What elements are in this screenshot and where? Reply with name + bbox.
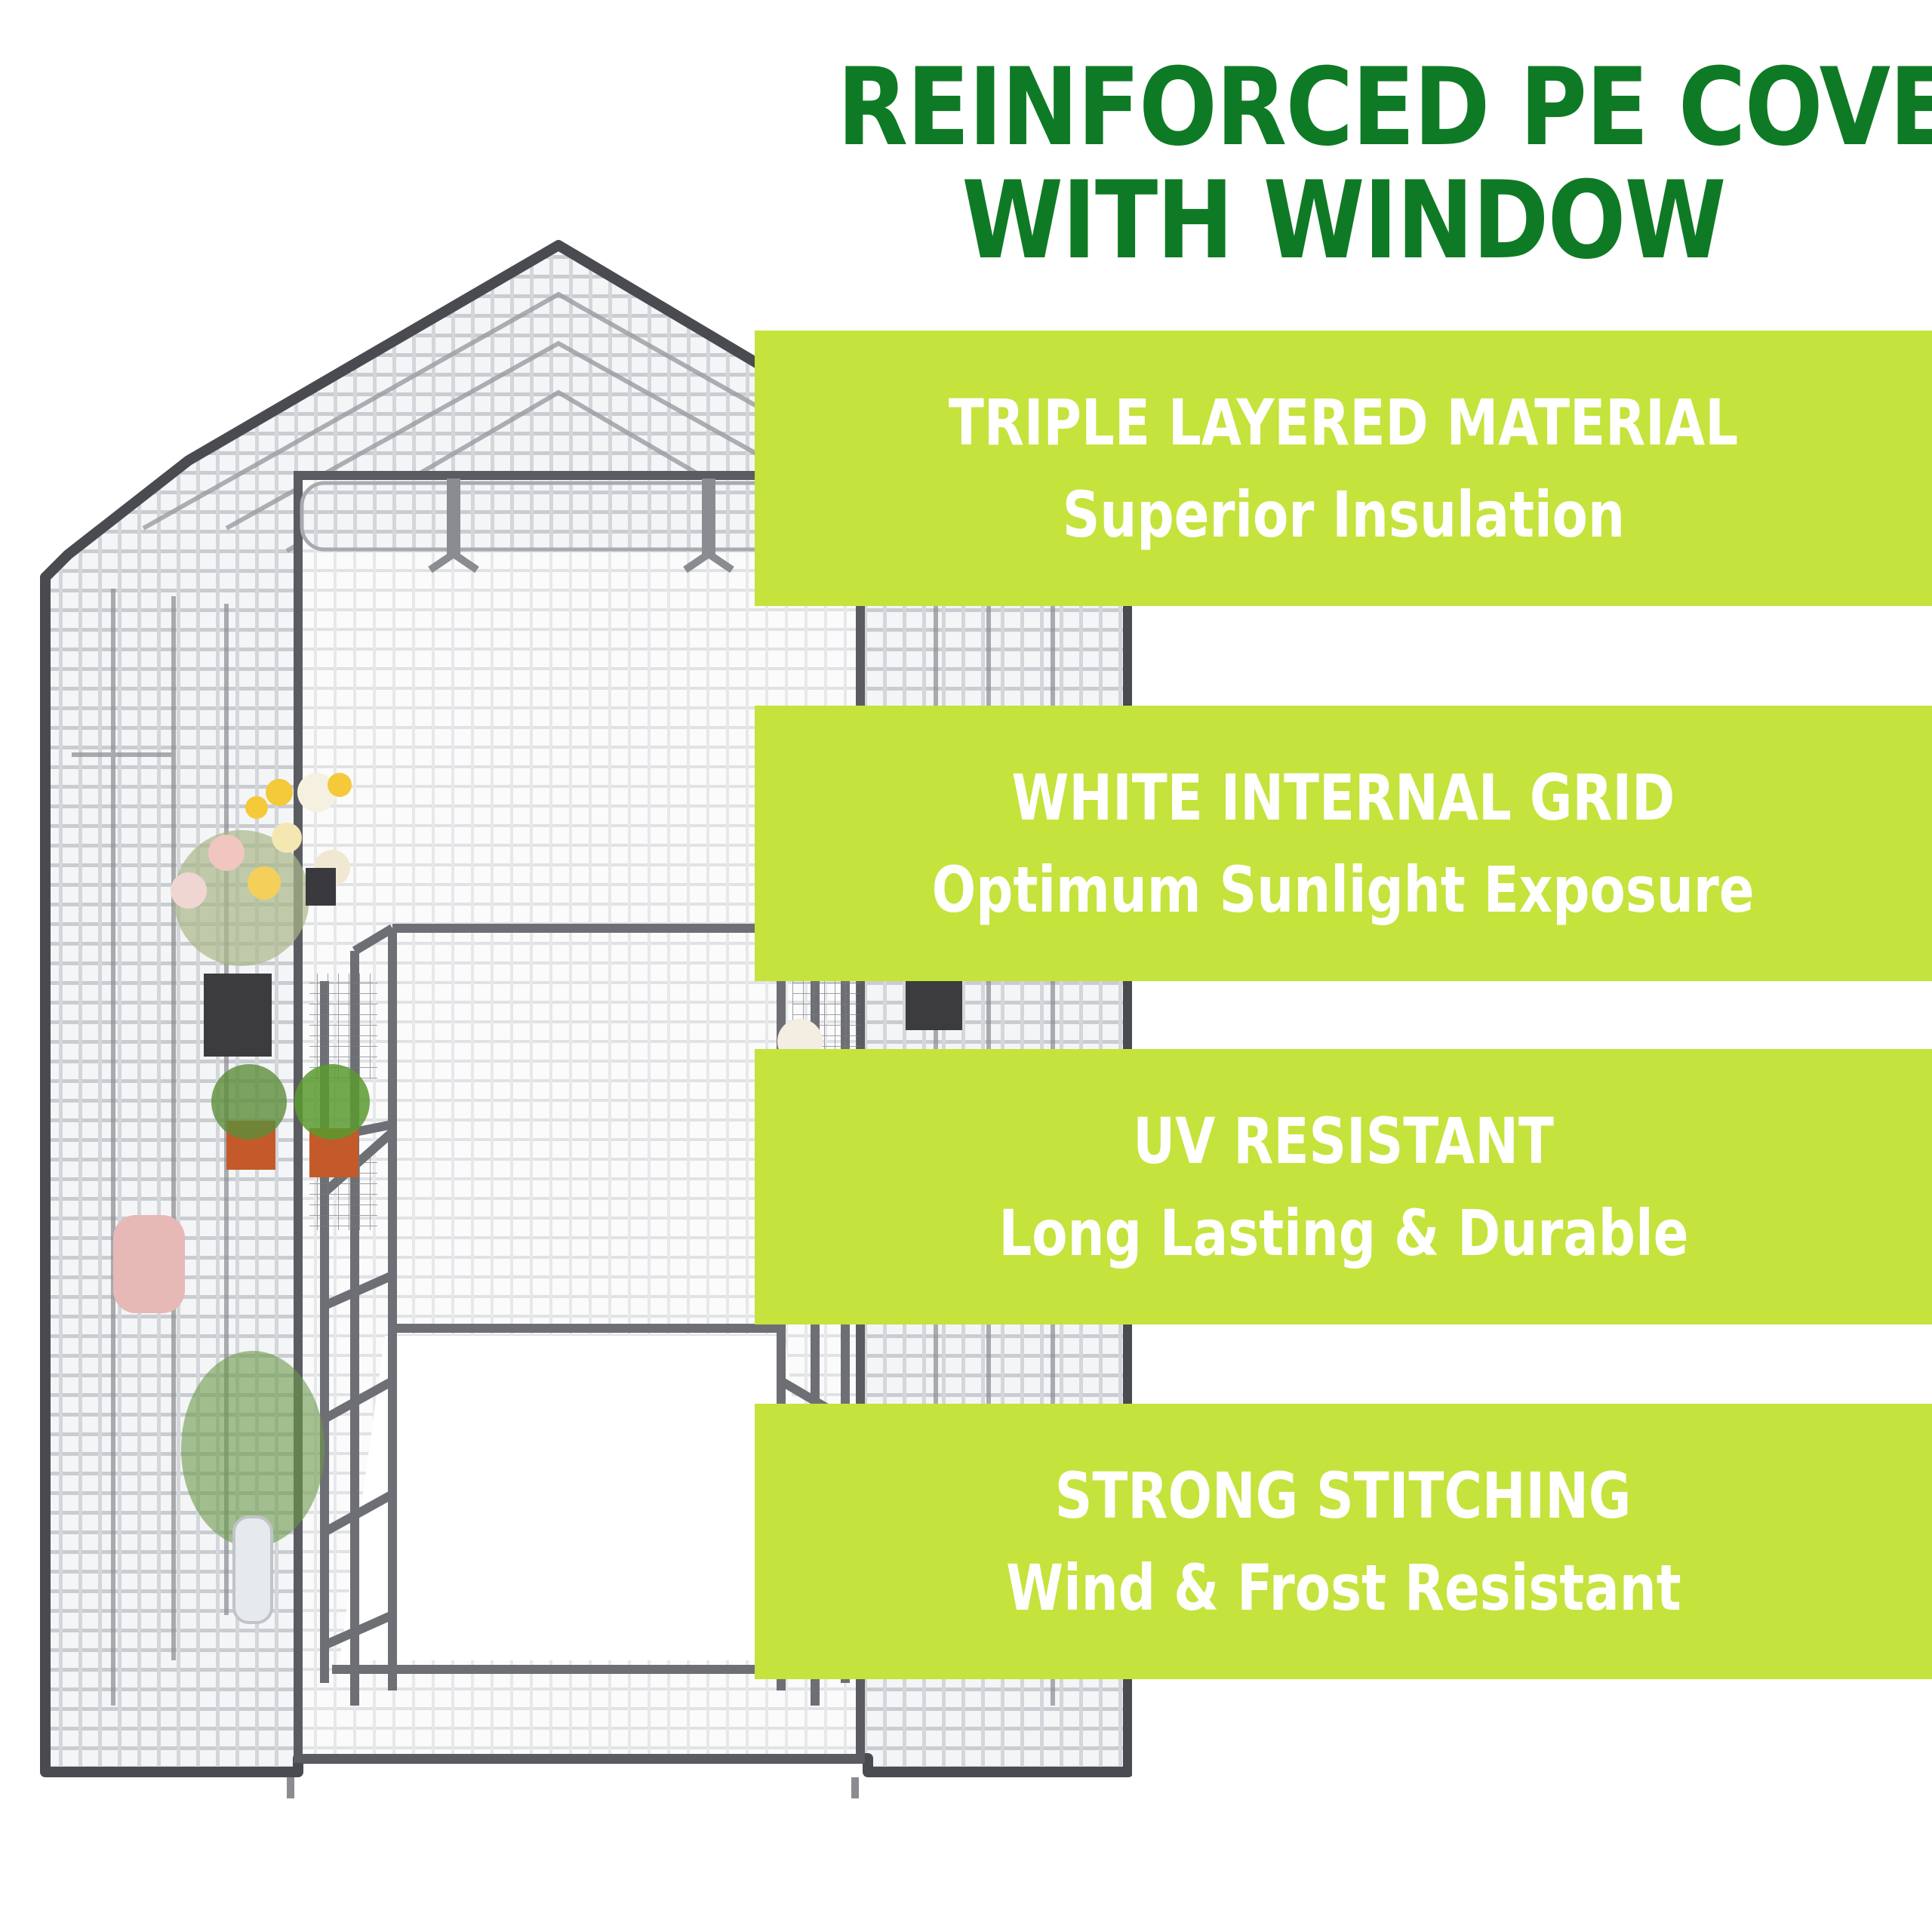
feature-subtitle: Optimum Sunlight Exposure (932, 852, 1755, 927)
feature-title: UV RESISTANT (1133, 1103, 1554, 1178)
feature-subtitle: Long Lasting & Durable (998, 1195, 1689, 1270)
headline-line-2: WITH WINDOW (961, 158, 1726, 283)
feature-band-1: TRIPLE LAYERED MATERIAL Superior Insulat… (755, 331, 1932, 606)
feature-title: WHITE INTERNAL GRID (1011, 760, 1675, 835)
left-plants (113, 773, 370, 1624)
greenhouse-floor (340, 1336, 823, 1660)
feature-band-4: STRONG STITCHING Wind & Frost Resistant (755, 1404, 1932, 1679)
feature-subtitle: Superior Insulation (1062, 477, 1625, 552)
feature-title: STRONG STITCHING (1055, 1458, 1632, 1533)
zipper-pulls (287, 1777, 859, 1798)
headline-line-1: REINFORCED PE COVER (837, 45, 1932, 170)
feature-band-2: WHITE INTERNAL GRID Optimum Sunlight Exp… (755, 706, 1932, 981)
headline: REINFORCED PE COVER WITH WINDOW (837, 45, 1932, 283)
feature-title: TRIPLE LAYERED MATERIAL (948, 385, 1739, 460)
feature-band-3: UV RESISTANT Long Lasting & Durable (755, 1049, 1932, 1324)
feature-subtitle: Wind & Frost Resistant (1005, 1550, 1681, 1625)
